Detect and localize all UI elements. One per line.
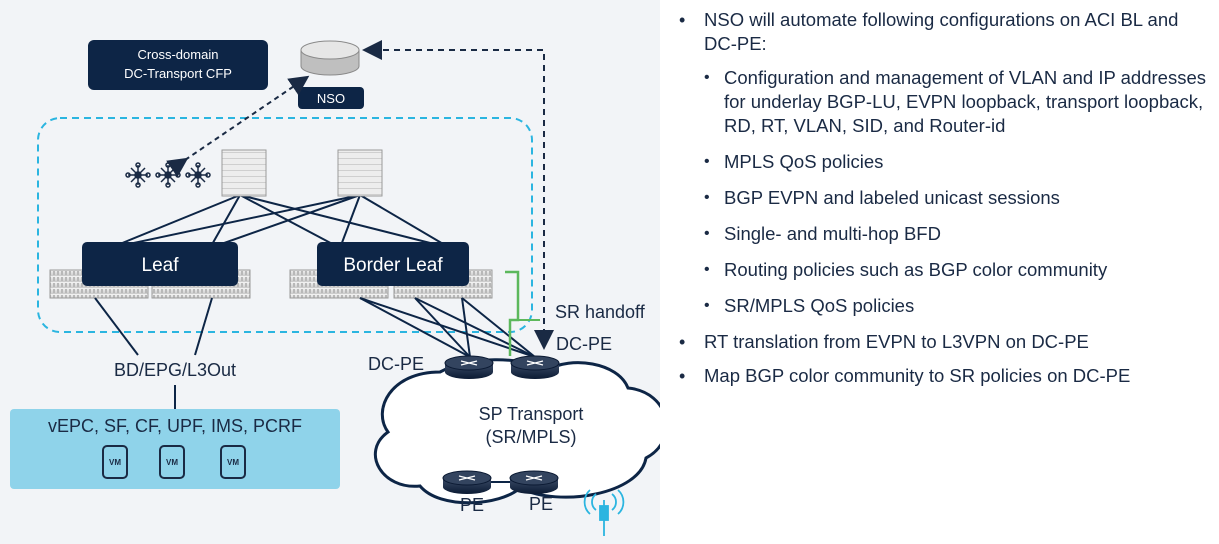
sub-bullet-item: Routing policies such as BGP color commu… [676,258,1216,282]
vm-icon: VM [220,445,246,479]
nso-database-icon [300,40,360,76]
apic-cluster-icon [125,162,211,188]
sub-bullet-item: MPLS QoS policies [676,150,1216,174]
sub-bullet-item: SR/MPLS QoS policies [676,294,1216,318]
automation-bullet-list: NSO will automate following configuratio… [676,8,1216,398]
pe-right-label: PE [529,494,553,514]
cloud-label-line1: SP Transport [479,404,584,424]
vm-icon: VM [159,445,185,479]
sub-bullet-item: BGP EVPN and labeled unicast sessions [676,186,1216,210]
nso-box [298,87,364,109]
dcpe-right-label: DC-PE [556,334,612,354]
bd-epg-l3out-label: BD/EPG/L3Out [114,360,236,380]
network-diagram: Cross-domain DC-Transport CFP NSO Leaf B… [10,40,660,536]
fabric-boundary [37,117,533,333]
workloads-title: vEPC, SF, CF, UPF, IMS, PCRF [48,416,302,436]
cell-tower-icon [583,489,625,536]
sub-bullet-item: Configuration and management of VLAN and… [676,66,1216,138]
nso-to-apic-arrow [166,75,310,178]
leaf-workload-links [94,297,213,410]
leaf-label: Leaf [142,255,180,276]
cfp-label-line1: Cross-domain [138,47,219,62]
cfp-label-line2: DC-Transport CFP [124,66,232,81]
bullet-item: NSO will automate following configuratio… [676,8,1216,56]
leaf-box [82,242,238,286]
spine-switch-1 [221,149,267,197]
cloud-label-line2: (SR/MPLS) [485,427,576,447]
spine-leaf-links [109,194,451,249]
pe-router-left [442,470,492,494]
border-leaf-dcpe-links [359,297,536,358]
bullet-item: Map BGP color community to SR policies o… [676,364,1216,388]
pe-router-right [509,470,559,494]
dcpe-router-left [444,355,494,379]
sp-transport-cloud [374,358,660,505]
spine-switch-2 [337,149,383,197]
nso-label: NSO [317,91,345,106]
bullet-item: RT translation from EVPN to L3VPN on DC-… [676,330,1216,354]
dcpe-left-label: DC-PE [368,354,424,374]
vm-icon: VM [102,445,128,479]
dcpe-router-right [510,355,560,379]
sr-handoff-label: SR handoff [555,302,646,322]
workloads-box [10,409,340,489]
sub-bullet-item: Single- and multi-hop BFD [676,222,1216,246]
pe-left-label: PE [460,495,484,515]
border-leaf-label: Border Leaf [343,255,443,276]
border-leaf-box [317,242,469,286]
